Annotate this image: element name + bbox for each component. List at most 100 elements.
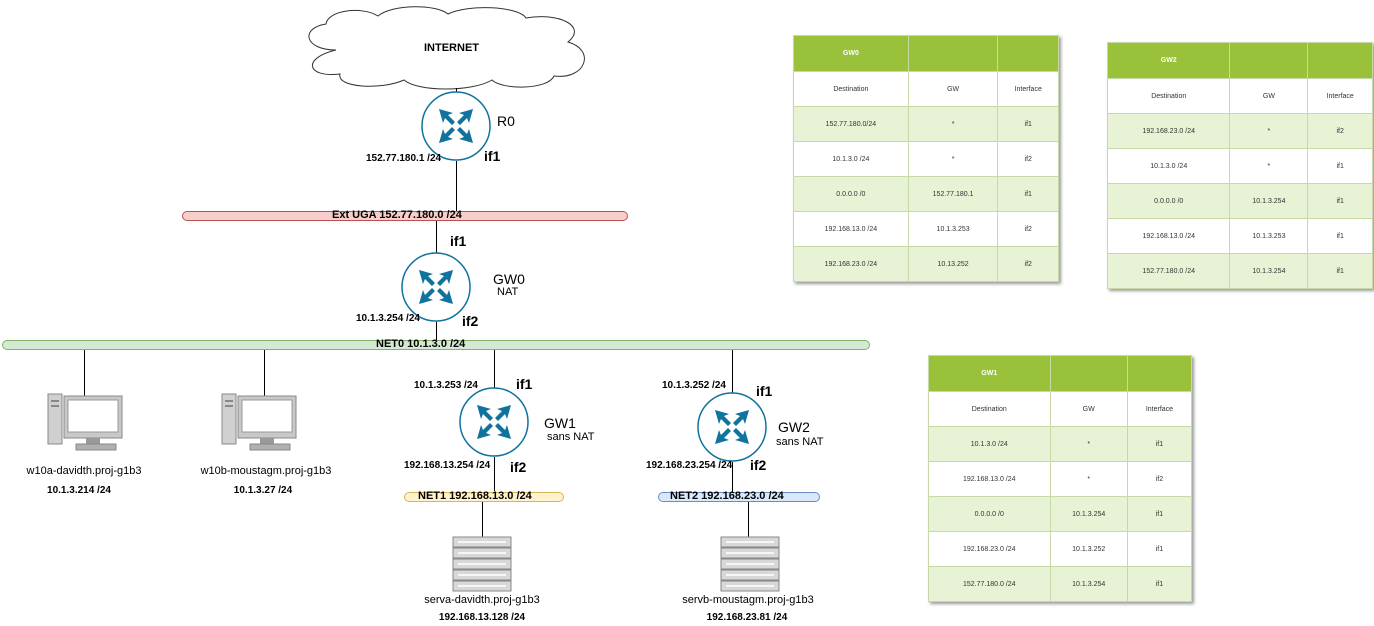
table-row: 10.1.3.0 /24 * if2 [793, 141, 1059, 177]
router-gw1-sub: sans NAT [547, 431, 595, 443]
host-serva-name: serva-davidth.proj-g1b3 [424, 594, 540, 606]
table-cell: 10.1.3.254 [1229, 253, 1309, 289]
table-cell: 0.0.0.0 /0 [928, 496, 1051, 532]
table-gw1-header: Destination [928, 391, 1051, 427]
router-r0-if1: if1 [484, 148, 501, 164]
table-cell: if1 [1126, 531, 1193, 567]
table-cell: if1 [1307, 218, 1373, 254]
server-servb-icon[interactable] [720, 536, 780, 592]
table-cell: if1 [1126, 566, 1193, 602]
host-w10b-ip: 10.1.3.27 /24 [233, 485, 293, 496]
table-cell: 10.1.3.254 [1049, 496, 1128, 532]
network-net2-label: NET2 192.168.23.0 /24 [670, 490, 784, 502]
table-cell: 0.0.0.0 /0 [1106, 183, 1231, 219]
host-servb-name: servb-moustagm.proj-g1b3 [682, 594, 814, 606]
table-row: 152.77.180.0 /24 10.1.3.254 if1 [928, 566, 1193, 602]
table-cell: if1 [997, 106, 1059, 142]
router-gw2-sub: sans NAT [776, 436, 824, 448]
table-cell: 152.77.180.0 /24 [1106, 253, 1231, 289]
table-gw0-header: GW [907, 71, 999, 107]
link-net2-servb [748, 502, 749, 538]
link-net0-gw1 [494, 350, 495, 388]
table-cell: 10.1.3.254 [1049, 566, 1128, 602]
network-net1-label: NET1 192.168.13.0 /24 [418, 490, 532, 502]
table-cell: if1 [1126, 496, 1193, 532]
table-cell: 192.168.23.0 /24 [793, 246, 909, 282]
table-cell: if2 [997, 246, 1059, 282]
router-gw1-if1: if1 [516, 376, 533, 392]
table-gw1-header: Interface [1126, 391, 1193, 427]
router-gw1-ip-bottom: 192.168.13.254 /24 [404, 460, 491, 471]
router-gw2-ip-bottom: 192.168.23.254 /24 [646, 460, 733, 471]
table-cell: 192.168.13.0 /24 [928, 461, 1051, 497]
host-serva-ip: 192.168.13.128 /24 [438, 612, 526, 623]
table-gw1-header: GW [1049, 391, 1128, 427]
table-cell: 10.1.3.254 [1229, 183, 1309, 219]
table-gw2-header: Interface [1307, 78, 1373, 114]
table-cell: 10.1.3.0 /24 [928, 426, 1051, 462]
router-r0-ip: 152.77.180.1 /24 [366, 153, 442, 164]
table-cell: * [1229, 113, 1309, 149]
table-cell: * [907, 106, 999, 142]
table-row: 10.1.3.0 /24 * if1 [928, 426, 1193, 462]
link-r0-ext [456, 161, 457, 211]
table-gw1-title: GW1 [928, 355, 1051, 392]
link-cloud-r0 [456, 88, 457, 92]
router-gw0-ip: 10.1.3.254 /24 [356, 313, 420, 324]
host-w10a-ip: 10.1.3.214 /24 [47, 485, 111, 496]
table-cell: 152.77.180.1 [907, 176, 999, 212]
network-ext-bus [182, 211, 628, 221]
router-gw0-nat: NAT [497, 286, 519, 298]
table-cell: if1 [1307, 183, 1373, 219]
table-cell: 10.1.3.253 [1229, 218, 1309, 254]
network-net2-bus [658, 492, 820, 502]
router-gw2-ip-top: 10.1.3.252 /24 [662, 380, 726, 391]
workstation-w10b-icon[interactable] [220, 392, 298, 454]
table-cell: if1 [1126, 426, 1193, 462]
table-row: 152.77.180.0/24 * if1 [793, 106, 1059, 142]
table-cell: if1 [1307, 148, 1373, 184]
table-cell: 10.1.3.0 /24 [1106, 148, 1231, 184]
router-r0-icon[interactable] [421, 91, 491, 161]
table-row: 0.0.0.0 /0 10.1.3.254 if1 [1106, 183, 1373, 219]
table-row: 192.168.23.0 /24 * if2 [1106, 113, 1373, 149]
table-gw2-header: GW [1229, 78, 1309, 114]
table-cell: if2 [997, 141, 1059, 177]
table-row: 0.0.0.0 /0 152.77.180.1 if1 [793, 176, 1059, 212]
link-net0-w10b [264, 350, 265, 396]
table-row: 0.0.0.0 /0 10.1.3.254 if1 [928, 496, 1193, 532]
table-cell: if2 [1126, 461, 1193, 497]
link-net0-gw2 [732, 350, 733, 394]
table-cell: 192.168.13.0 /24 [1106, 218, 1231, 254]
table-row: 192.168.23.0 /24 10.1.3.252 if1 [928, 531, 1193, 567]
router-r0-name: R0 [497, 113, 515, 129]
router-gw2-icon[interactable] [697, 392, 767, 462]
table-cell: * [1229, 148, 1309, 184]
router-gw2-if1: if1 [756, 383, 773, 399]
router-gw2-if2: if2 [750, 457, 767, 473]
router-gw0-if1: if1 [450, 233, 467, 249]
server-serva-icon[interactable] [452, 536, 512, 592]
table-cell: if2 [1307, 113, 1373, 149]
table-row: 10.1.3.0 /24 * if1 [1106, 148, 1373, 184]
table-cell: 192.168.23.0 /24 [1106, 113, 1231, 149]
table-cell: 10.13.252 [907, 246, 999, 282]
workstation-w10a-icon[interactable] [46, 392, 124, 454]
router-gw0-icon[interactable] [401, 252, 471, 322]
internet-label: INTERNET [424, 42, 479, 54]
router-gw0-if2: if2 [462, 313, 479, 329]
table-row: 192.168.13.0 /24 10.1.3.253 if2 [793, 211, 1059, 247]
table-cell: 192.168.13.0 /24 [793, 211, 909, 247]
host-servb-ip: 192.168.23.81 /24 [706, 612, 788, 623]
table-cell: 10.1.3.253 [907, 211, 999, 247]
table-cell: if2 [997, 211, 1059, 247]
routing-table-gw1: GW1 Destination GW Interface 10.1.3.0 /2… [928, 355, 1193, 602]
router-gw1-icon[interactable] [459, 387, 529, 457]
router-gw2-name: GW2 [778, 419, 810, 435]
table-row: 152.77.180.0 /24 10.1.3.254 if1 [1106, 253, 1373, 289]
table-gw2-header: Destination [1106, 78, 1231, 114]
table-gw0-header: Destination [793, 71, 909, 107]
table-gw0-header: Interface [997, 71, 1059, 107]
table-cell: 192.168.23.0 /24 [928, 531, 1051, 567]
table-row: 192.168.13.0 /24 10.1.3.253 if1 [1106, 218, 1373, 254]
